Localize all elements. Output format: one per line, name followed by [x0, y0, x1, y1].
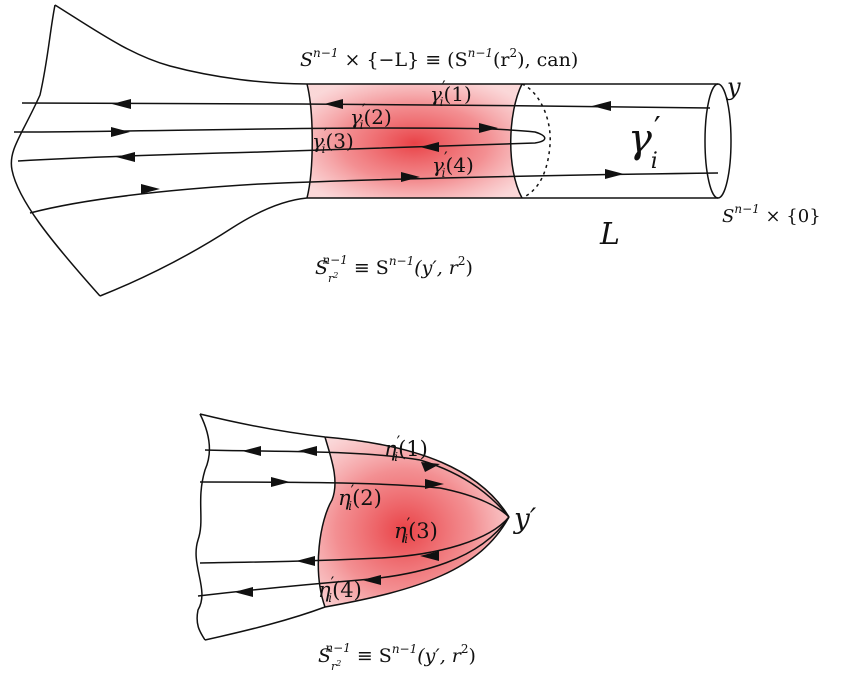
arrow-b1-a: [242, 446, 261, 456]
bottom-cap-left-boundary: [317, 436, 336, 608]
arrow-t4-a: [141, 184, 160, 194]
eta-path-label-2: η′i(2): [338, 481, 382, 513]
bottom-wedge-top-edge: [199, 413, 510, 518]
bottom-trajectory-3: [199, 516, 510, 564]
arrow-t2-b: [479, 123, 498, 133]
top-collar-front-arc: [510, 83, 523, 199]
bottom-wedge-bottom-edge: [204, 516, 510, 641]
gamma-path-label-2: γ′i(2): [350, 100, 392, 132]
top-shaded-region: [307, 84, 522, 198]
arrow-b1-b: [298, 446, 317, 456]
arrow-t2-c: [420, 142, 439, 152]
arrow-t2-d: [116, 152, 135, 162]
top-header-label: Sn−1 × {−L} ≡ (Sn−1(r2), can): [300, 46, 578, 71]
top-collar-left-arc: [306, 83, 313, 199]
arrow-t4-b: [401, 172, 420, 182]
arrow-b3-b: [296, 556, 315, 566]
arrow-b2-a: [271, 477, 290, 487]
top-end-cap: [704, 83, 732, 199]
arrow-b2-b: [425, 479, 444, 489]
top-funnel-top-edge: [54, 4, 718, 85]
arrow-b3-a: [420, 551, 439, 561]
arrow-b4-b: [234, 587, 253, 597]
bottom-figure: y′ Sr2n−1 ≡ Sn−1(y′, r2) η′i(1) η′i(2) η…: [195, 413, 537, 673]
top-zero-slice-label: Sn−1 × {0}: [722, 202, 821, 227]
gamma-path-label-1: γ′i(1): [430, 77, 472, 109]
top-funnel-bottom-edge: [99, 197, 718, 297]
top-length-L-label: L: [599, 217, 620, 252]
top-fiber-gamma-label: γ′i: [628, 111, 661, 174]
arrow-t1-b: [324, 99, 343, 109]
bottom-trajectory-2: [199, 481, 510, 518]
eta-path-label-3: η′i(3): [394, 514, 438, 546]
arrow-t4-c: [605, 169, 624, 179]
top-endpoint-y-label: y: [726, 73, 741, 101]
bottom-arrowheads: [234, 446, 444, 597]
gamma-path-label-4: γ′i(4): [432, 148, 474, 180]
bottom-trajectory-1: [204, 449, 510, 518]
top-arrowheads: [111, 99, 624, 194]
arrow-b1-c: [421, 462, 440, 472]
arrow-t2-a: [111, 127, 130, 137]
gamma-path-label-3: γ′i(3): [312, 124, 354, 156]
top-figure: Sn−1 × {−L} ≡ (Sn−1(r2), can) y γ′i L Sn…: [10, 4, 821, 297]
bottom-sphere-label: Sr2n−1 ≡ Sn−1(y′, r2): [318, 641, 476, 673]
arrow-t1-c: [592, 101, 611, 111]
top-funnel-left-edge: [10, 4, 101, 297]
bottom-wedge-left-edge: [195, 413, 211, 641]
top-collar-back-arc: [521, 83, 551, 199]
arrow-b4-a: [362, 575, 381, 585]
bottom-tip-y-prime-label: y′: [512, 502, 537, 535]
top-trajectory-2: [13, 127, 546, 162]
eta-path-label-4: η′i(4): [318, 573, 362, 605]
eta-path-label-1: η′i(1): [384, 432, 428, 464]
top-trajectory-4: [29, 172, 719, 214]
arrow-t1-a: [112, 99, 131, 109]
top-sphere-label: Sr2n−1 ≡ Sn−1(y′, r2): [315, 253, 473, 285]
